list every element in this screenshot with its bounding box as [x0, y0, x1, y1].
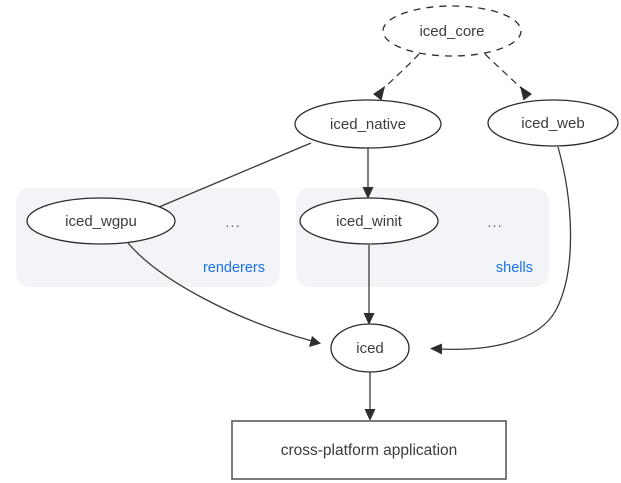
node-iced-label: iced	[356, 340, 384, 357]
node-iced-wgpu-label: iced_wgpu	[65, 213, 137, 230]
node-application-shape[interactable]	[231, 420, 507, 480]
node-iced-core-label: iced_core	[419, 23, 484, 40]
node-iced-wgpu[interactable]: iced_wgpu	[26, 197, 176, 245]
arrowhead-icon	[364, 409, 376, 421]
edge-iced-core-to-iced-web	[484, 53, 532, 101]
node-iced-core[interactable]: iced_core	[382, 5, 522, 57]
node-iced-native-label: iced_native	[330, 116, 406, 133]
node-iced-web[interactable]: iced_web	[487, 99, 619, 147]
arrowhead-icon	[430, 343, 442, 355]
node-iced-native[interactable]: iced_native	[294, 99, 442, 149]
node-iced-winit-shape[interactable]	[299, 197, 439, 245]
edge-iced-native-to-iced-winit	[362, 148, 374, 199]
arrowhead-icon	[363, 313, 375, 325]
edge-iced-to-application	[364, 372, 376, 421]
edge-iced-winit-to-iced	[363, 245, 375, 325]
node-application[interactable]: cross-platform application	[231, 420, 507, 480]
arrowhead-icon	[362, 187, 374, 199]
edge-iced-web-to-iced	[430, 146, 572, 355]
node-iced[interactable]: iced	[330, 323, 410, 373]
edge-iced-core-to-iced-native	[373, 53, 420, 101]
node-iced-winit-label: iced_winit	[336, 213, 403, 230]
node-iced-shape[interactable]	[330, 323, 410, 373]
node-iced-native-shape[interactable]	[294, 99, 442, 149]
node-iced-winit[interactable]: iced_winit	[299, 197, 439, 245]
arrowhead-icon	[309, 336, 321, 347]
cluster-shells-ellipsis: ...	[487, 214, 503, 231]
cluster-renderers-ellipsis: ...	[225, 214, 241, 231]
arrowhead-icon	[373, 86, 385, 101]
node-iced-web-shape[interactable]	[487, 99, 619, 147]
cluster-renderers-label: renderers	[203, 260, 265, 276]
edge-iced-wgpu-to-iced	[127, 242, 321, 347]
node-iced-wgpu-shape[interactable]	[26, 197, 176, 245]
arrowhead-icon	[520, 86, 532, 101]
cluster-shells-label: shells	[496, 260, 533, 276]
node-iced-core-shape[interactable]	[382, 5, 522, 57]
node-iced-web-label: iced_web	[521, 115, 584, 132]
node-application-label: cross-platform application	[281, 442, 458, 459]
